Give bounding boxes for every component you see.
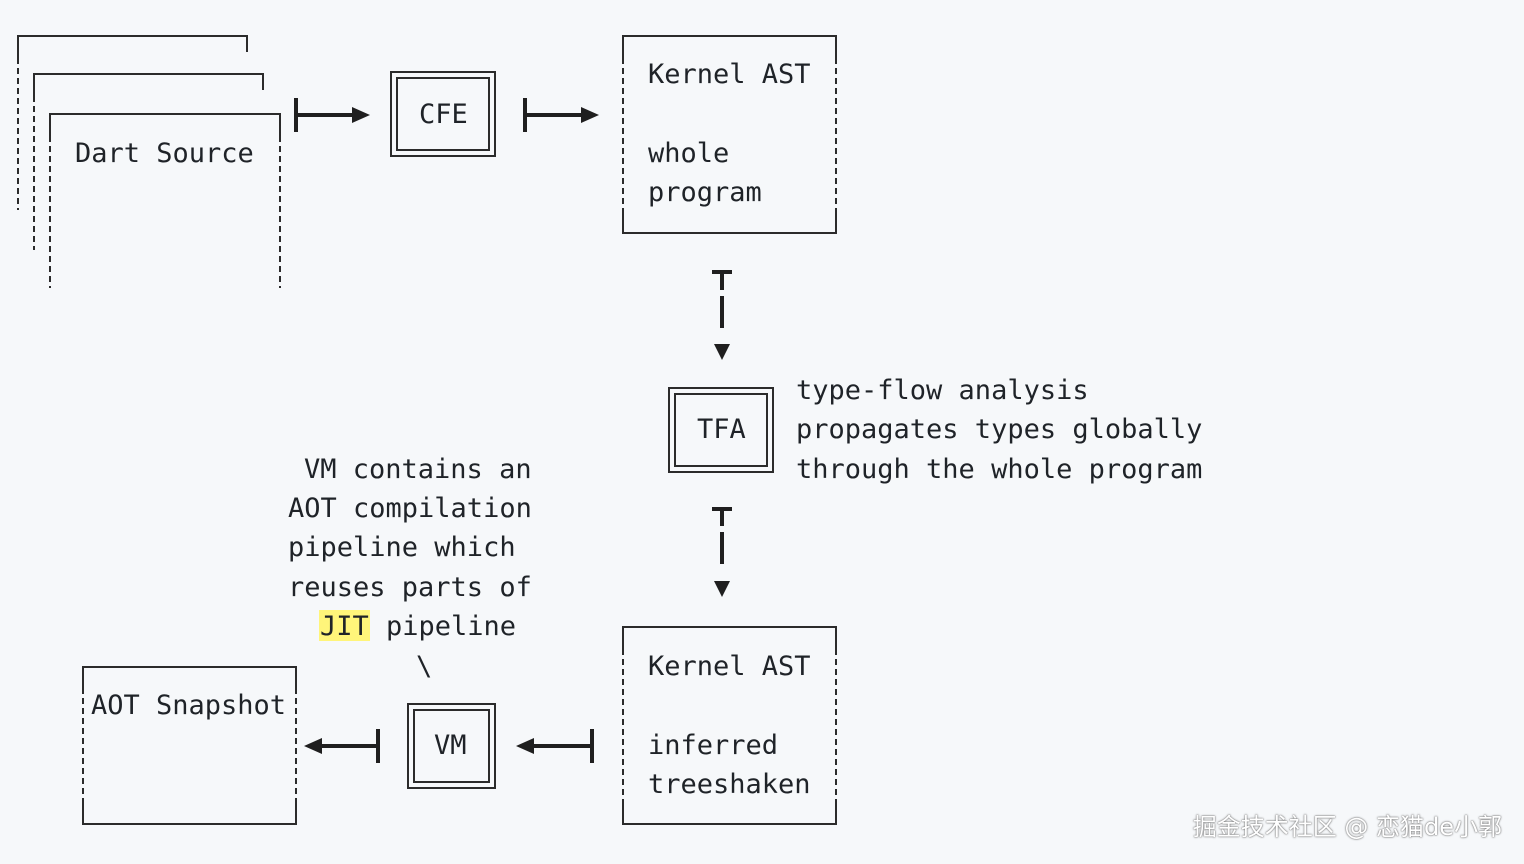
watermark: 掘金技术社区 @ 恋猫de小郭 — [1192, 813, 1502, 841]
tfa-note-line2: propagates types globally — [796, 414, 1202, 445]
vm-note-pointer: \ — [416, 651, 432, 682]
arrow-kernel-to-vm — [516, 729, 594, 763]
vm-note-line4: reuses parts of — [288, 572, 532, 603]
arrow-tfa-to-kernel — [712, 507, 732, 597]
cfe-box: CFE — [390, 71, 496, 157]
kernel-ast-inferred-box: Kernel AST inferred treeshaken — [622, 626, 837, 825]
dart-source-label: Dart Source — [75, 138, 254, 169]
kernel-ast-whole-line2: whole — [648, 138, 729, 169]
arrow-kernel-to-tfa — [712, 270, 732, 360]
arrow-source-to-cfe — [294, 98, 370, 132]
tfa-label: TFA — [697, 414, 746, 445]
vm-note-line2: AOT compilation — [288, 493, 532, 524]
aot-snapshot-label: AOT Snapshot — [91, 690, 286, 721]
vm-note-line5-rest: pipeline — [386, 611, 516, 642]
tfa-box: TFA — [668, 387, 774, 473]
kernel-ast-inferred-title: Kernel AST — [648, 651, 811, 682]
kernel-ast-whole-title: Kernel AST — [648, 59, 811, 90]
tfa-note: type-flow analysis propagates types glob… — [796, 375, 1202, 485]
vm-note: VM contains an AOT compilation pipeline … — [288, 454, 532, 682]
vm-note-line1: VM contains an — [304, 454, 532, 485]
vm-box: VM — [407, 703, 496, 789]
vm-note-line3: pipeline which — [288, 532, 516, 563]
kernel-ast-inferred-line3: treeshaken — [648, 769, 811, 800]
arrow-vm-to-snapshot — [304, 729, 380, 763]
tfa-note-line3: through the whole program — [796, 454, 1202, 485]
kernel-ast-inferred-line2: inferred — [648, 730, 778, 761]
cfe-label: CFE — [419, 99, 468, 130]
vm-label: VM — [434, 730, 467, 761]
arrow-cfe-to-kernel — [523, 98, 599, 132]
kernel-ast-whole-line3: program — [648, 177, 762, 208]
tfa-note-line1: type-flow analysis — [796, 375, 1089, 406]
dart-source-stack: Dart Source — [17, 35, 281, 288]
jit-highlight — [319, 610, 370, 641]
aot-snapshot-box: AOT Snapshot — [82, 666, 297, 825]
vm-note-jit: JIT — [320, 611, 369, 642]
kernel-ast-whole-box: Kernel AST whole program — [622, 35, 837, 234]
